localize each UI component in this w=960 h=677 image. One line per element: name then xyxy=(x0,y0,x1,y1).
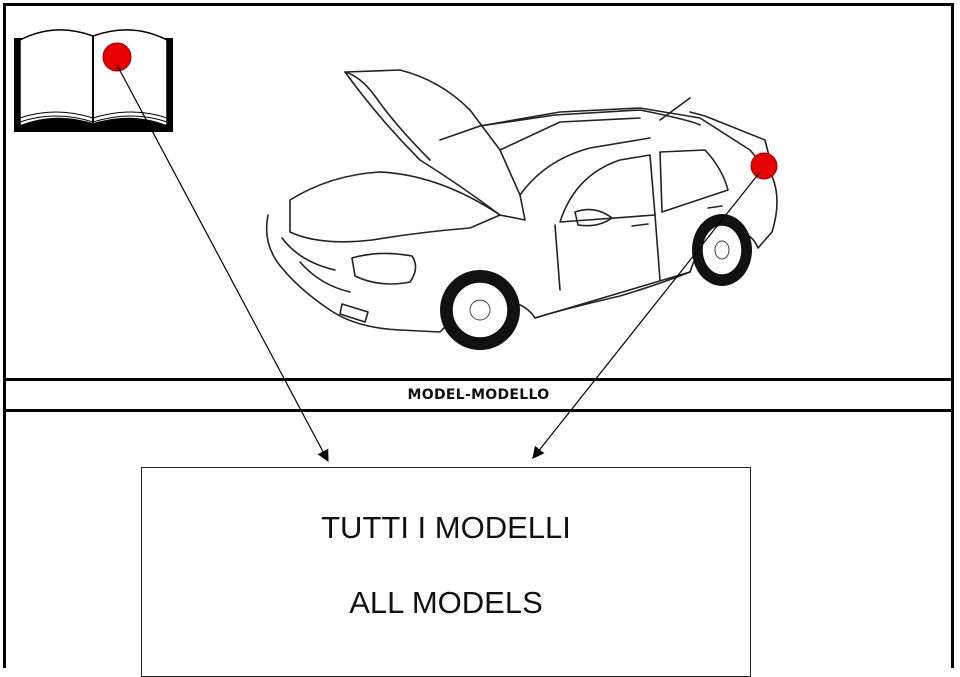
illustration-panel xyxy=(3,3,954,381)
book-marker-dot-icon xyxy=(102,42,132,72)
car-illustration xyxy=(265,69,778,350)
book-icon xyxy=(14,29,173,132)
lower-panel xyxy=(3,412,954,668)
models-label-english: ALL MODELS xyxy=(349,585,543,620)
car-marker-dot-icon xyxy=(750,152,778,180)
models-label-italian: TUTTI I MODELLI xyxy=(321,510,571,545)
models-box: TUTTI I MODELLI ALL MODELS xyxy=(141,467,751,677)
book-arrow-icon xyxy=(116,64,329,463)
car-arrow-icon xyxy=(532,171,761,459)
model-header: MODEL-MODELLO xyxy=(407,387,550,403)
model-label-bar: MODEL-MODELLO xyxy=(3,381,954,412)
